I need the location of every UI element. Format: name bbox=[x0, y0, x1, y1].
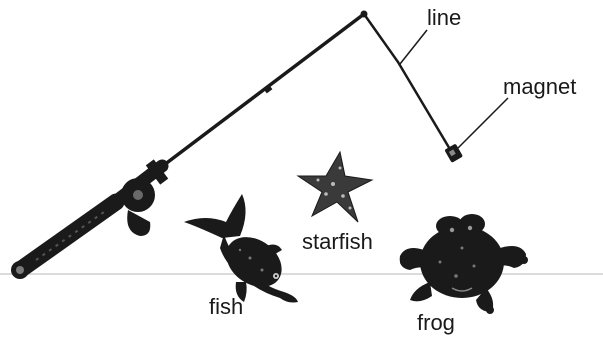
frog-label: frog bbox=[417, 310, 455, 335]
frog-icon bbox=[400, 214, 528, 314]
starfish-label: starfish bbox=[302, 229, 373, 254]
magnet-pointer bbox=[458, 98, 508, 148]
fishing-line bbox=[364, 14, 454, 156]
magnet-label: magnet bbox=[503, 74, 576, 99]
fish-label: fish bbox=[209, 294, 243, 319]
fish-icon bbox=[184, 194, 298, 303]
starfish-icon bbox=[298, 152, 372, 222]
line-pointer bbox=[400, 30, 427, 64]
line-label: line bbox=[427, 5, 461, 30]
